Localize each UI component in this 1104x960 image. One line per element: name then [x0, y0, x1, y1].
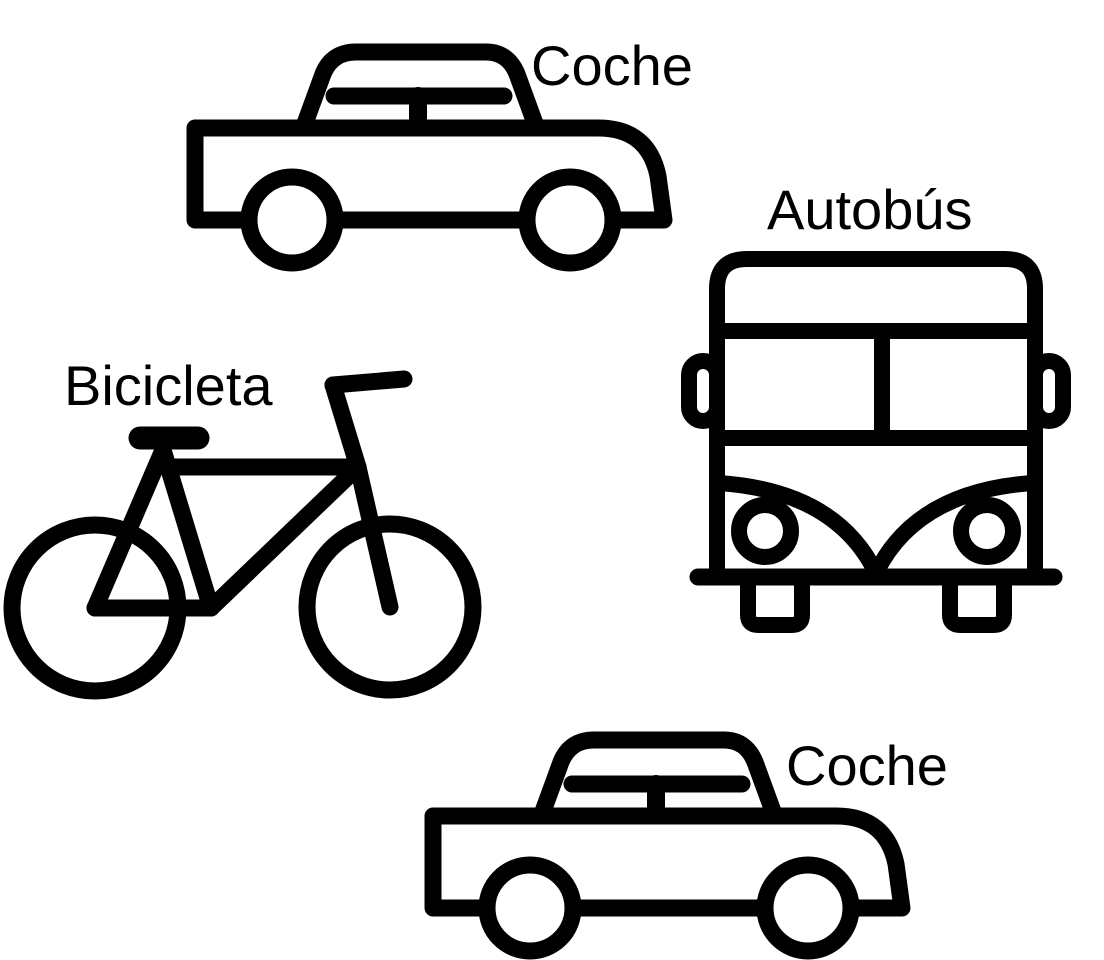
car-wheel-rear	[756, 856, 860, 960]
label-bus: Autobús	[767, 178, 973, 241]
car-body-path	[424, 807, 911, 917]
car-body-path	[186, 119, 673, 229]
bus-body-outline	[709, 251, 1043, 581]
bus-front-glyph	[681, 251, 1071, 633]
bicycle-handlebar-grip	[324, 370, 413, 394]
car-side-icon-top	[186, 24, 686, 272]
bus-mirror-right	[1027, 353, 1071, 429]
bicycle-wheel-front	[298, 515, 482, 699]
bicycle-diagonal-tube	[202, 458, 367, 617]
bicycle-icon	[3, 370, 486, 700]
car-side-glyph	[424, 731, 911, 960]
bus-wheel-right	[942, 573, 1012, 633]
bus-mirror-left	[681, 353, 725, 429]
bicycle-fork	[349, 458, 399, 616]
bus-front-icon	[681, 243, 1071, 633]
label-car-top: Coche	[531, 34, 693, 97]
car-wheel-front	[478, 856, 582, 960]
bicycle-glyph	[3, 370, 482, 700]
bus-headlight-right	[953, 497, 1021, 565]
label-car-bottom: Coche	[786, 734, 948, 797]
car-roof-path	[533, 731, 783, 823]
label-bicycle: Bicicleta	[64, 354, 273, 417]
car-roof-path	[295, 43, 545, 135]
bus-grille-arc-left	[711, 475, 884, 581]
bus-wheel-left	[740, 573, 810, 633]
bicycle-handlebar-stem	[324, 376, 367, 476]
bus-grille-arc-right	[868, 475, 1041, 581]
car-wheel-front	[240, 168, 344, 272]
bus-headlight-left	[731, 497, 799, 565]
bicycle-seat-tube	[154, 441, 220, 617]
car-side-glyph	[186, 43, 673, 272]
car-side-icon-bottom	[424, 712, 924, 960]
bicycle-down-tube	[86, 441, 172, 617]
car-wheel-rear	[518, 168, 622, 272]
